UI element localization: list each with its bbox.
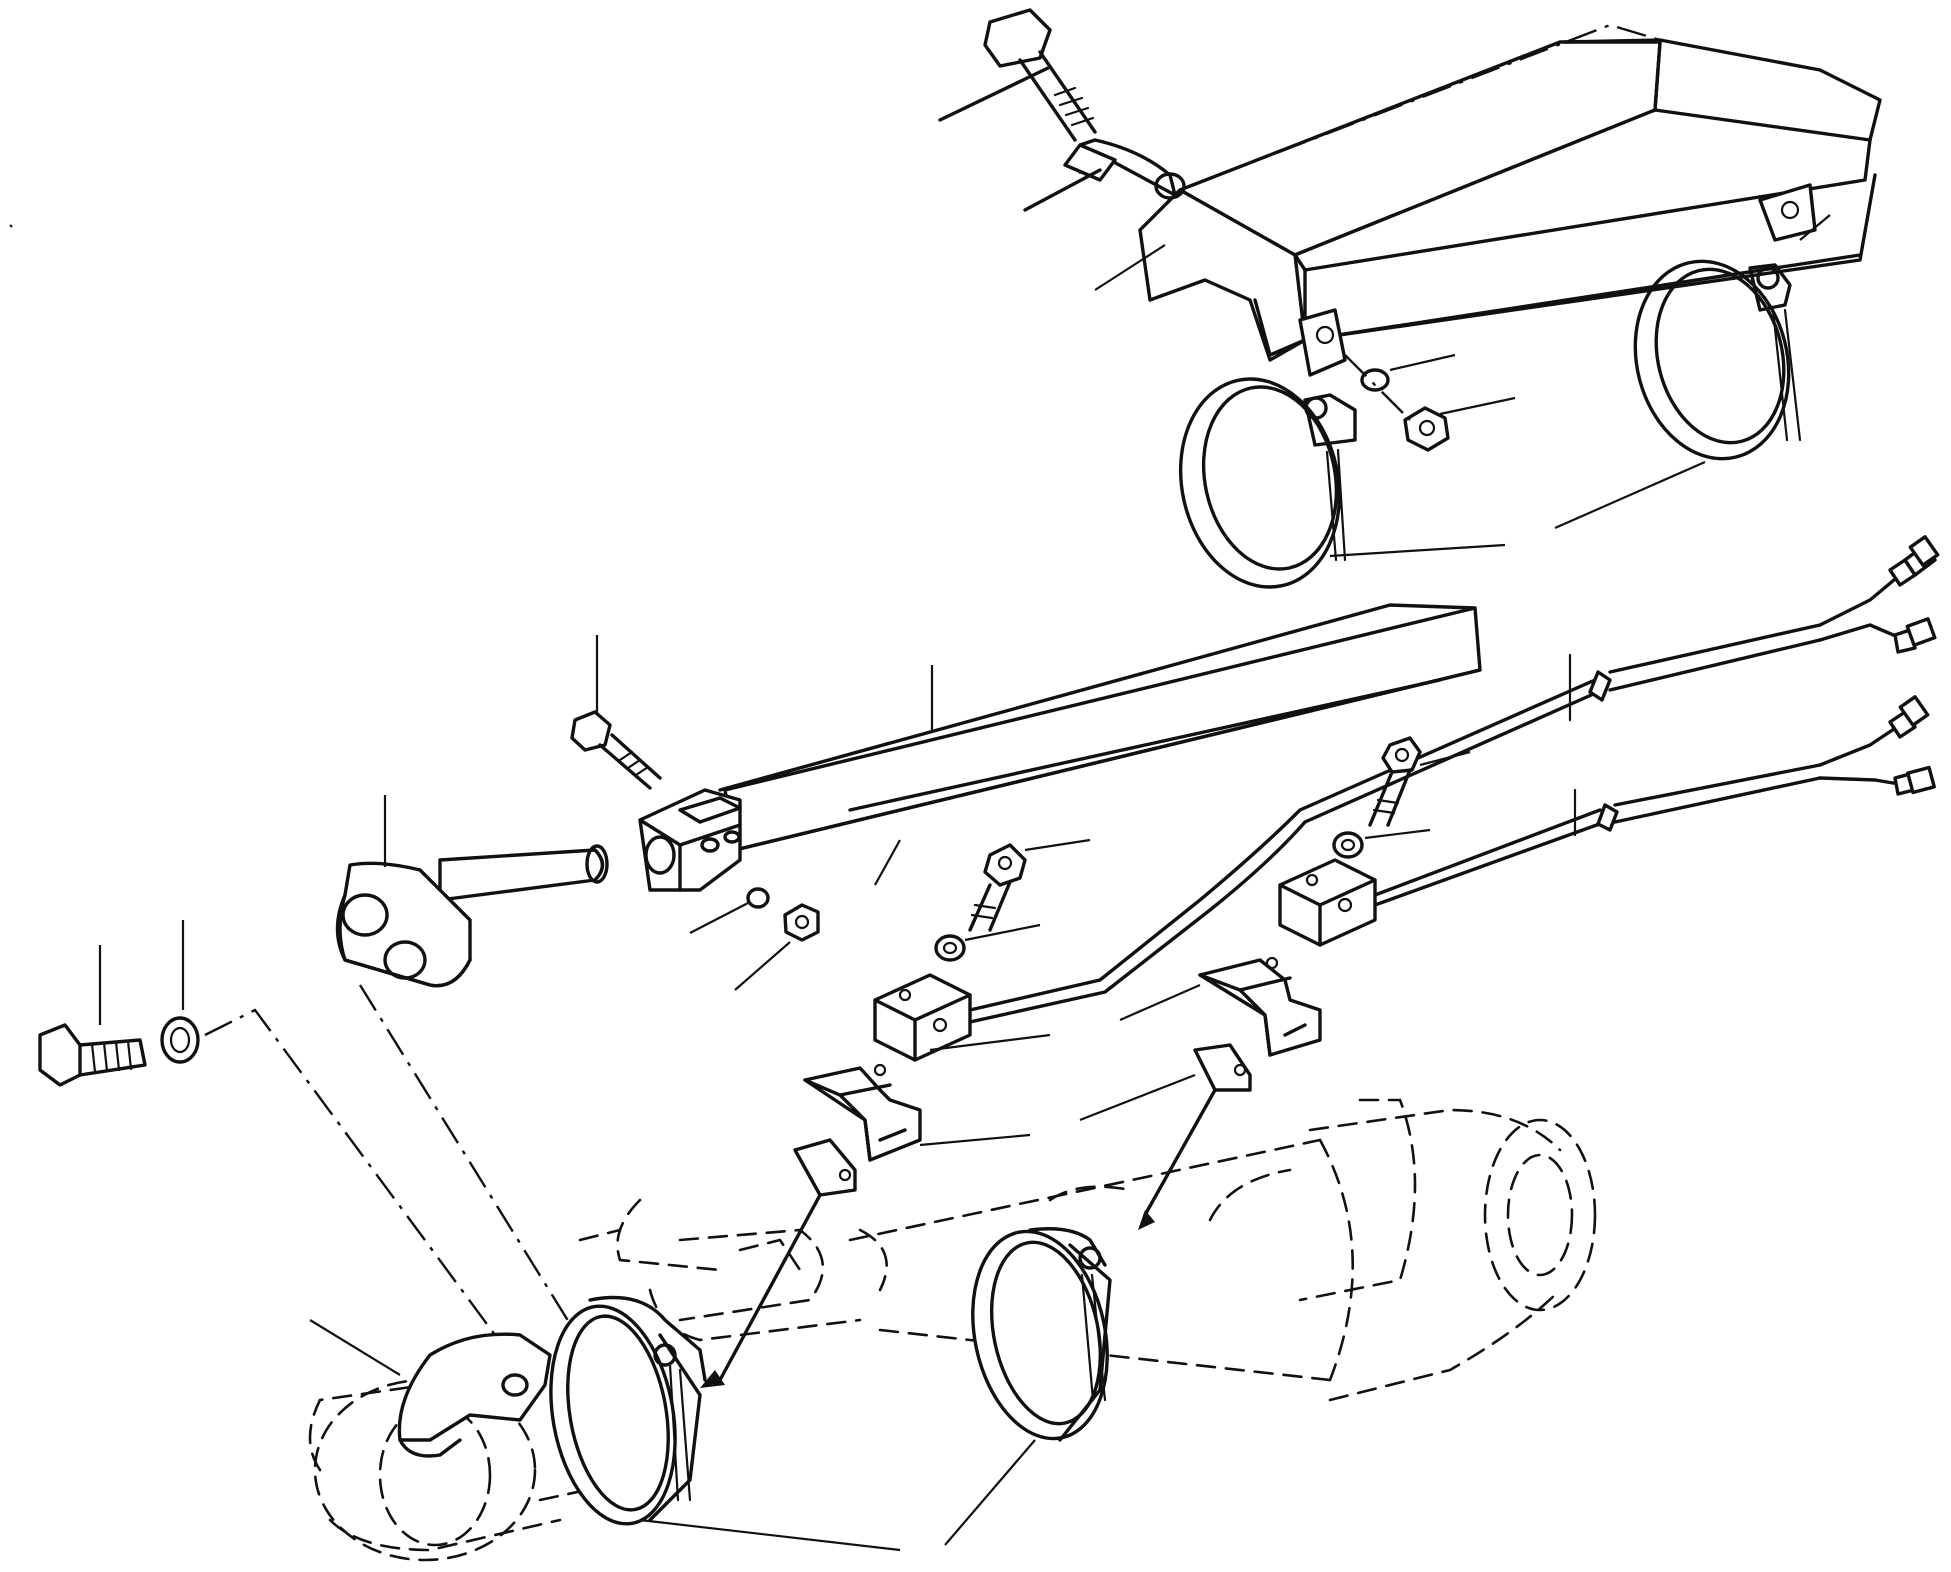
washer-icon [1360, 353, 1456, 392]
arrow-icon [700, 1370, 725, 1388]
bolt-icon [938, 8, 1097, 142]
hose-clamp-icon [1178, 377, 1506, 589]
leader-line [9, 224, 13, 228]
sensor-block-icon [1278, 858, 1377, 947]
pin-icon [335, 795, 609, 988]
pin-icon [309, 1319, 552, 1458]
leader-line [1344, 354, 1411, 421]
leader-line [718, 1193, 822, 1382]
hose-clamp-icon [944, 1227, 1112, 1546]
bracket-icon [1079, 956, 1322, 1122]
rail-icon [638, 788, 742, 892]
rail-icon [718, 603, 1482, 852]
guard-channel-icon [1138, 23, 1882, 362]
washer-icon [689, 887, 770, 934]
leader-line [1143, 1088, 1217, 1217]
leader-line [874, 839, 901, 886]
bolt-icon [38, 945, 147, 1087]
nut-icon [734, 903, 820, 991]
bracket-icon [793, 1033, 1051, 1197]
hydraulic-cylinder-icon [308, 1098, 1597, 1562]
washer-icon [160, 920, 200, 1064]
sensor-block-icon [873, 973, 972, 1062]
leader-line [1799, 214, 1831, 241]
arrow-icon [1138, 1210, 1155, 1230]
cable-connector-icon [968, 535, 1940, 1024]
bolt-icon [570, 635, 662, 790]
leader-line [204, 1008, 496, 1336]
bolt-icon [1368, 736, 1471, 827]
leader-line [1094, 244, 1166, 291]
bracket-icon [1023, 138, 1186, 212]
leader-line [358, 984, 582, 1341]
bracket-icon [1298, 183, 1817, 377]
bolt-icon [968, 838, 1091, 932]
washer-icon [1332, 828, 1431, 859]
hose-clamp-icon [549, 1295, 901, 1552]
nut-icon [1403, 396, 1516, 452]
washer-icon [934, 923, 1041, 962]
hose-clamp-icon [1554, 259, 1802, 530]
